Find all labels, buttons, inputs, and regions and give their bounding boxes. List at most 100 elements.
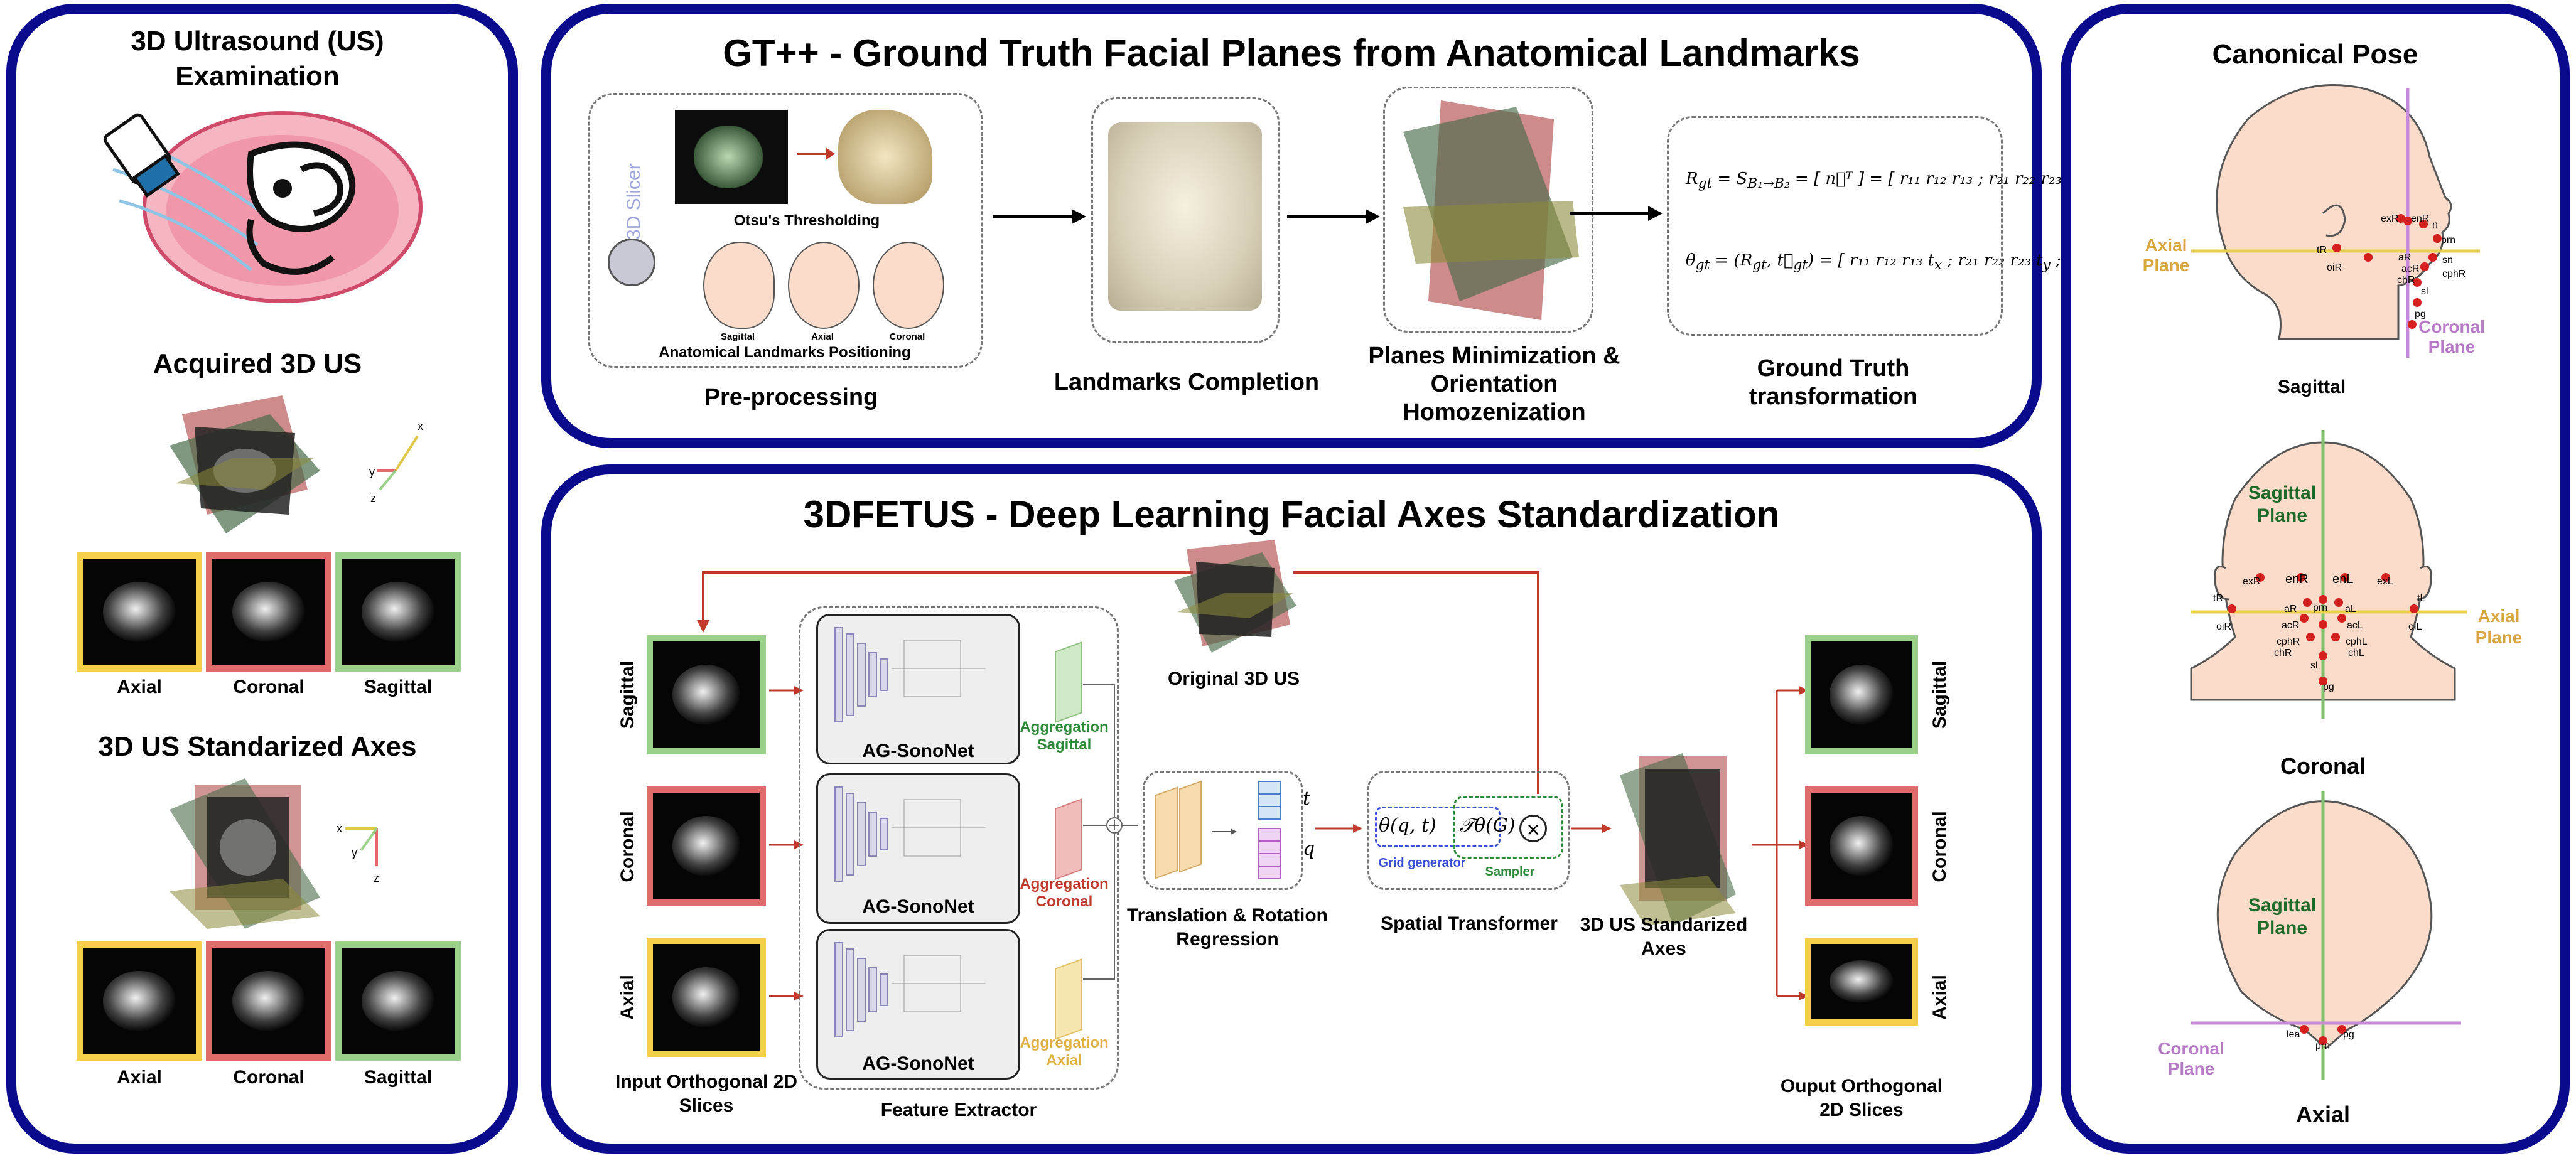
acquired-3d-us-title: Acquired 3D US: [153, 348, 362, 379]
coronal-landmark-enR: enR: [2285, 572, 2309, 586]
sagittal-landmark-cphR: cphR: [2442, 269, 2466, 279]
gt-panel-title: GT++ - Ground Truth Facial Planes from A…: [723, 32, 1860, 74]
aggregation-label-sagittal: Aggregation Sagittal: [1020, 719, 1109, 753]
sampler-box: [1453, 796, 1563, 859]
coronal-sagittal-plane-label: Sagittal Plane: [2248, 483, 2317, 526]
sagittal-landmark-sl: sl: [2421, 286, 2428, 297]
coronal-landmark-exL: exL: [2377, 576, 2393, 587]
coronal-landmark-chL: chL: [2348, 648, 2364, 658]
sagittal-landmark-tR: tR: [2317, 245, 2327, 255]
face-preview-sagittal: [703, 242, 775, 329]
input-caption: Input Orthogonal 2D Slices: [615, 1071, 797, 1116]
sagittal-landmark-enR: enR: [2411, 213, 2430, 224]
acquired-axial-label: Axial: [117, 677, 162, 697]
axes-gizmo-standardized: x y z: [337, 822, 379, 884]
step-ground-truth: Ground Truth transformation: [1749, 355, 1918, 410]
coronal-axial-plane-label: Axial Plane: [2475, 606, 2523, 647]
output-coronal-label: Coronal: [1929, 811, 1950, 882]
axial-sagittal-plane-label: Sagittal Plane: [2248, 895, 2317, 938]
preprocessing-box: [588, 93, 983, 368]
us-examination-title: 3D Ultrasound (US) Examination: [131, 26, 384, 92]
standardized-volume-image: [170, 778, 320, 929]
standardized-sagittal-label: Sagittal: [364, 1067, 433, 1088]
spatial-transformer-label: Spatial Transformer: [1381, 913, 1558, 934]
coronal-landmark-oiR: oiR: [2216, 621, 2232, 632]
sagittal-head-diagram: [2191, 84, 2480, 358]
aggregation-bar-sagittal: [1055, 641, 1082, 724]
standardized-volume-dl: [1620, 753, 1736, 926]
grid-generator-label: Grid generator: [1378, 856, 1466, 870]
original-volume-label: Original 3D US: [1167, 668, 1300, 689]
canonical-pose-title: Canonical Pose: [2212, 39, 2418, 70]
theta-formula: θ(q, t): [1379, 815, 1436, 837]
input-axial-label: Axial: [617, 975, 638, 1020]
sagittal-landmark-pg: pg: [2415, 309, 2426, 319]
axial-head-diagram: [2191, 791, 2461, 1080]
transform-function: 𝒯θ(G): [1460, 815, 1516, 837]
output-coronal-slice: [1805, 786, 1918, 906]
acquired-axial-slice: [77, 552, 202, 672]
coronal-landmark-sl: sl: [2310, 660, 2318, 671]
view-label-axial: Axial: [2295, 1102, 2351, 1127]
coronal-landmark-oiL: oiL: [2408, 621, 2422, 632]
ground-truth-box: [1667, 116, 2003, 336]
sagittal-landmark-sn: sn: [2442, 255, 2453, 265]
regression-outputs: [1212, 781, 1281, 879]
standardized-axes-title: 3D US Standarized Axes: [98, 731, 417, 762]
step-preprocessing: Pre-processing: [704, 384, 878, 410]
arrow-to-completion: [993, 209, 1086, 224]
otsu-volume-image: [675, 110, 788, 204]
axis-y-letter: y: [369, 466, 375, 478]
sononet-layers-axial: [834, 942, 986, 1037]
input-coronal-label: Coronal: [617, 811, 638, 882]
sononet-layers-sagittal: [834, 627, 986, 722]
gt-panel: [541, 4, 2042, 448]
sagittal-landmark-exR: exR: [2381, 213, 2399, 224]
coronal-landmark-cphR: cphR: [2277, 636, 2300, 647]
sampler-label: Sampler: [1485, 865, 1535, 879]
output-axial-label: Axial: [1929, 975, 1950, 1020]
standardized-axial-slice: [77, 941, 202, 1061]
coronal-landmark-enL: enL: [2332, 572, 2354, 586]
svg-text:x: x: [337, 822, 342, 835]
acquired-sagittal-slice: [335, 552, 461, 672]
svg-text:y: y: [352, 847, 357, 859]
output-axial-slice: [1805, 938, 1918, 1026]
landmarks-volume-image: [1108, 122, 1262, 311]
coronal-landmark-cphL: cphL: [2346, 636, 2368, 647]
sagittal-landmark-n: n: [2432, 220, 2438, 230]
planes-minimization-box: [1383, 87, 1593, 333]
sagittal-landmark-aR: aR: [2398, 252, 2412, 263]
regression-layer-2: [1179, 780, 1202, 873]
regression-label: Translation & Rotation Regression: [1126, 905, 1328, 950]
feature-extractor-box: [799, 606, 1119, 1090]
sononet-label-axial: AG-SonoNet: [862, 1053, 974, 1074]
slicer-logo: [608, 239, 655, 286]
sagittal-coronal-plane-label: Coronal Plane: [2418, 317, 2485, 357]
aggregation-bar-axial: [1055, 958, 1082, 1041]
dl-panel-title: 3DFETUS - Deep Learning Facial Axes Stan…: [803, 493, 1780, 535]
preview-sagittal-label: Sagittal: [720, 331, 755, 342]
sononet-layers-coronal: [834, 786, 986, 882]
sagittal-landmark-prn: prn: [2441, 235, 2456, 245]
output-t-label: t: [1303, 788, 1311, 810]
standardized-coronal-label: Coronal: [233, 1067, 304, 1088]
coronal-landmark-chR: chR: [2274, 648, 2292, 658]
coronal-landmark-acL: acL: [2347, 620, 2363, 631]
face-preview-axial: [788, 242, 860, 329]
standardized-volume-label: 3D US Standarized Axes: [1580, 914, 1748, 959]
coronal-landmark-acR: acR: [2282, 620, 2300, 631]
sagittal-landmark-acR: acR: [2401, 264, 2420, 274]
spatial-transformer-box: [1367, 771, 1570, 890]
coronal-landmark-tL: tL: [2417, 593, 2426, 604]
landmarks-completion-box: [1091, 97, 1280, 343]
arrow-to-standardized: [1571, 824, 1612, 833]
axial-landmark-pg: pg: [2343, 1029, 2354, 1040]
acquired-coronal-label: Coronal: [233, 677, 304, 697]
sononet-label-coronal: AG-SonoNet: [862, 896, 974, 917]
sagittal-landmark-chR: chR: [2397, 275, 2415, 286]
aggregation-label-axial: Aggregation Axial: [1020, 1034, 1109, 1069]
output-caption: Ouput Orthogonal 2D Slices: [1780, 1076, 1943, 1120]
arrow-to-planes: [1287, 209, 1380, 224]
acquired-sagittal-label: Sagittal: [364, 677, 433, 697]
